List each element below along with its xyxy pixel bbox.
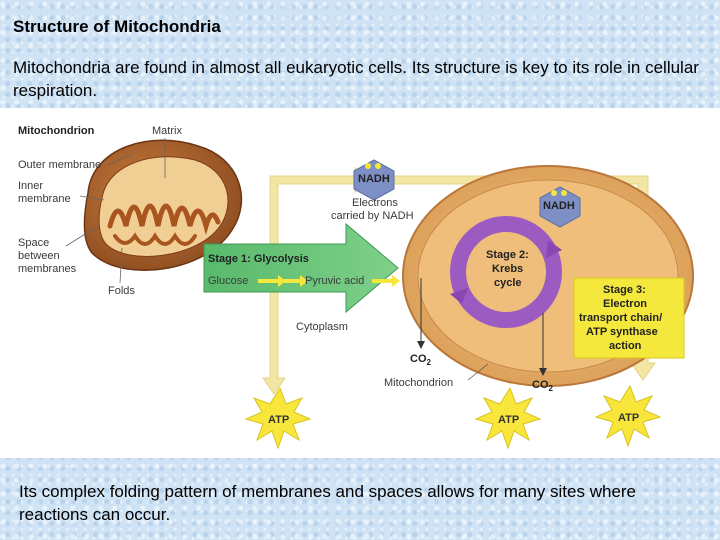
label-stage3-3: transport chain/ (579, 312, 662, 324)
intro-text: Mitochondria are found in almost all euk… (13, 58, 699, 100)
label-electrons-2: carried by NADH (331, 210, 414, 222)
label-inner-membrane-2: membrane (18, 193, 71, 205)
label-nadh-1: NADH (358, 173, 390, 185)
slide-title: Structure of Mitochondria (13, 17, 221, 36)
label-space-1: Space (18, 237, 49, 249)
label-stage3-1: Stage 3: (603, 284, 646, 296)
atp-icon-3: ATP (594, 384, 662, 448)
label-atp-2: ATP (498, 414, 519, 426)
atp-icon-1: ATP (244, 386, 312, 450)
cellular-respiration-diagram: Mitochondrion Matrix Outer membrane Inne… (18, 125, 694, 450)
caption-text: Its complex folding pattern of membranes… (19, 482, 637, 524)
mitochondrion-illustration (83, 139, 243, 271)
label-space-3: membranes (18, 263, 77, 275)
label-mitochondrion-compartment: Mitochondrion (384, 377, 453, 389)
etc-box (573, 277, 685, 359)
glycolysis-arrow (203, 222, 400, 314)
label-stage1: Stage 1: Glycolysis (208, 253, 309, 265)
nadh-icon-2: NADH (539, 186, 581, 228)
label-outer-membrane: Outer membrane (18, 159, 101, 171)
label-pyruvic-acid: Pyruvic acid (305, 275, 364, 287)
label-inner-membrane-1: Inner (18, 180, 43, 192)
label-matrix: Matrix (152, 125, 182, 137)
atp-icon-2: ATP (474, 386, 542, 450)
krebs-cycle (450, 216, 562, 328)
label-glucose: Glucose (208, 275, 248, 287)
label-nadh-2: NADH (543, 200, 575, 212)
label-electrons-1: Electrons (352, 197, 398, 209)
label-stage2-1: Stage 2: (486, 249, 529, 261)
label-atp-3: ATP (618, 412, 639, 424)
label-atp-1: ATP (268, 414, 289, 426)
label-stage3-2: Electron (603, 298, 647, 310)
label-stage3-4: ATP synthase (586, 326, 658, 338)
diagram-panel: Mitochondrion Matrix Outer membrane Inne… (0, 108, 720, 458)
label-stage2-2: Krebs (492, 263, 523, 275)
nadh-icon-1: NADH (353, 159, 395, 201)
label-cytoplasm: Cytoplasm (296, 321, 348, 333)
label-stage3-5: action (609, 340, 642, 352)
label-mitochondrion: Mitochondrion (18, 125, 95, 137)
label-space-2: between (18, 250, 60, 262)
label-co2-b: CO2 (532, 379, 554, 393)
label-co2-a: CO2 (410, 353, 432, 367)
label-stage2-3: cycle (494, 277, 522, 289)
label-folds: Folds (108, 285, 135, 297)
